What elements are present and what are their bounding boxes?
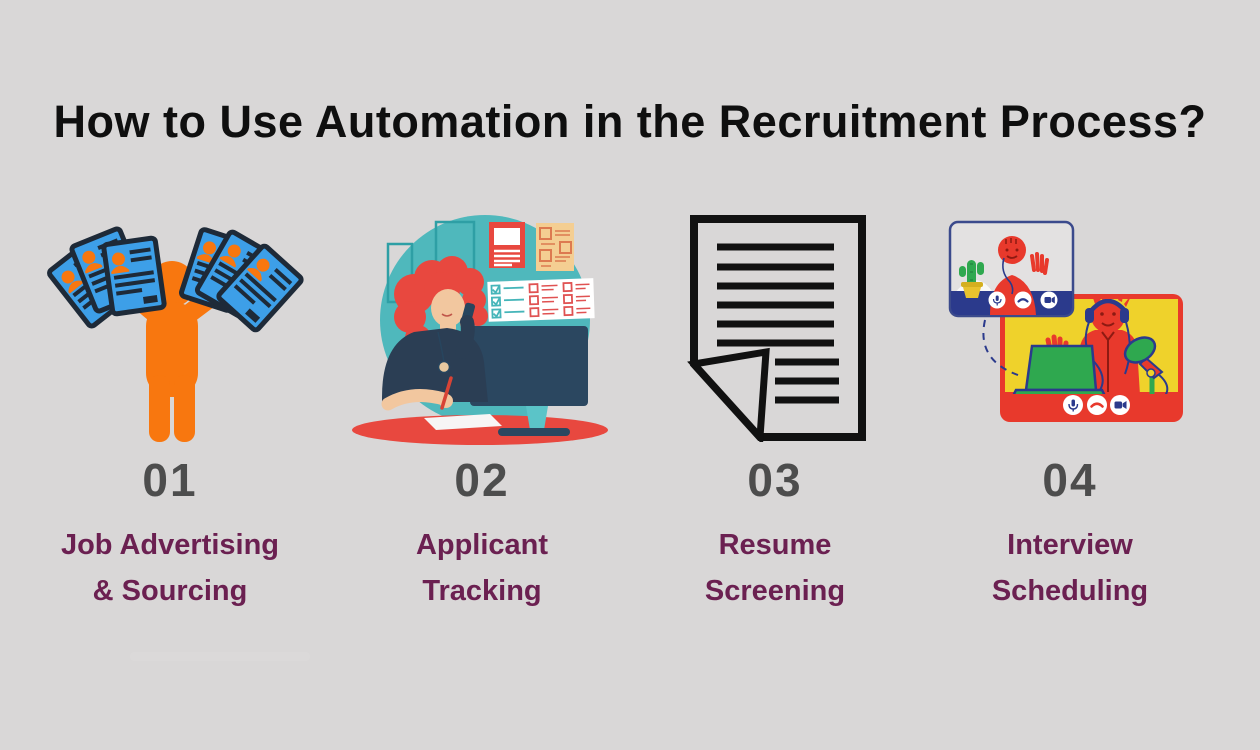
laptop [1012,344,1106,395]
step-label-line2: Tracking [422,575,542,607]
step-1-illustration-area [15,202,325,454]
step-label-line1: Job Advertising [60,529,280,561]
small-waving-hand [1030,252,1049,275]
pinned-paper-tan [536,223,574,271]
camera-icon [1040,291,1058,309]
paper-on-desk [424,414,502,430]
step-label: Applicant Tracking [327,522,637,614]
step-number: 01 [142,454,198,506]
document-outline [687,215,866,442]
step-number: 02 [454,454,510,506]
step-3-illustration-area [620,202,930,454]
red-pen [440,376,453,410]
step-label-line2: Screening [704,575,846,607]
step-label-line2: Scheduling [991,575,1149,607]
call-controls [1063,395,1130,415]
recruiter-at-desk-illustration [352,215,608,445]
step-2-applicant-tracking: 02 Applicant Tracking [327,202,637,614]
step-label-line1: Resume [718,529,832,561]
spiky-hair [1093,299,1130,307]
step-2-illustration-area [327,202,637,454]
main-video-window [1000,294,1183,422]
step-4-interview-scheduling: 04 Interview Scheduling [915,202,1225,614]
small-call-controls [988,291,1058,309]
pinned-paper-red [489,222,525,268]
step-label-line1: Interview [1007,529,1133,561]
step-label: Resume Screening [620,522,930,614]
small-video-window [948,220,1075,318]
video-call-illustration [948,220,1183,422]
screening-checklist [487,278,595,322]
camera-icon [1110,395,1130,415]
necklace-pendant [437,360,451,374]
step-4-illustration-area [915,202,1225,454]
step-number: 04 [1042,454,1098,506]
microphone-icon [988,291,1006,309]
step-label-line2: & Sourcing [92,575,248,607]
end-call-icon [1014,291,1032,309]
potted-cactus [959,260,984,298]
document-icon [687,215,866,442]
writing-arm [381,388,451,411]
faint-watermark [130,652,310,661]
step-label: Job Advertising & Sourcing [15,522,325,614]
step-label-line1: Applicant [415,529,549,561]
document-text-lines [717,243,839,404]
step-1-job-advertising: 01 Job Advertising & Sourcing [15,202,325,614]
candidate-with-resumes-illustration [30,220,310,442]
step-label: Interview Scheduling [915,522,1225,614]
recruiter-woman [381,256,502,430]
folded-corner [687,347,770,442]
step-3-resume-screening: 03 Resume Screening [620,202,930,614]
page-title: How to Use Automation in the Recruitment… [53,96,1207,148]
end-call-icon [1087,395,1107,415]
step-number: 03 [747,454,803,506]
microphone-icon [1063,395,1083,415]
monitor [470,326,588,436]
